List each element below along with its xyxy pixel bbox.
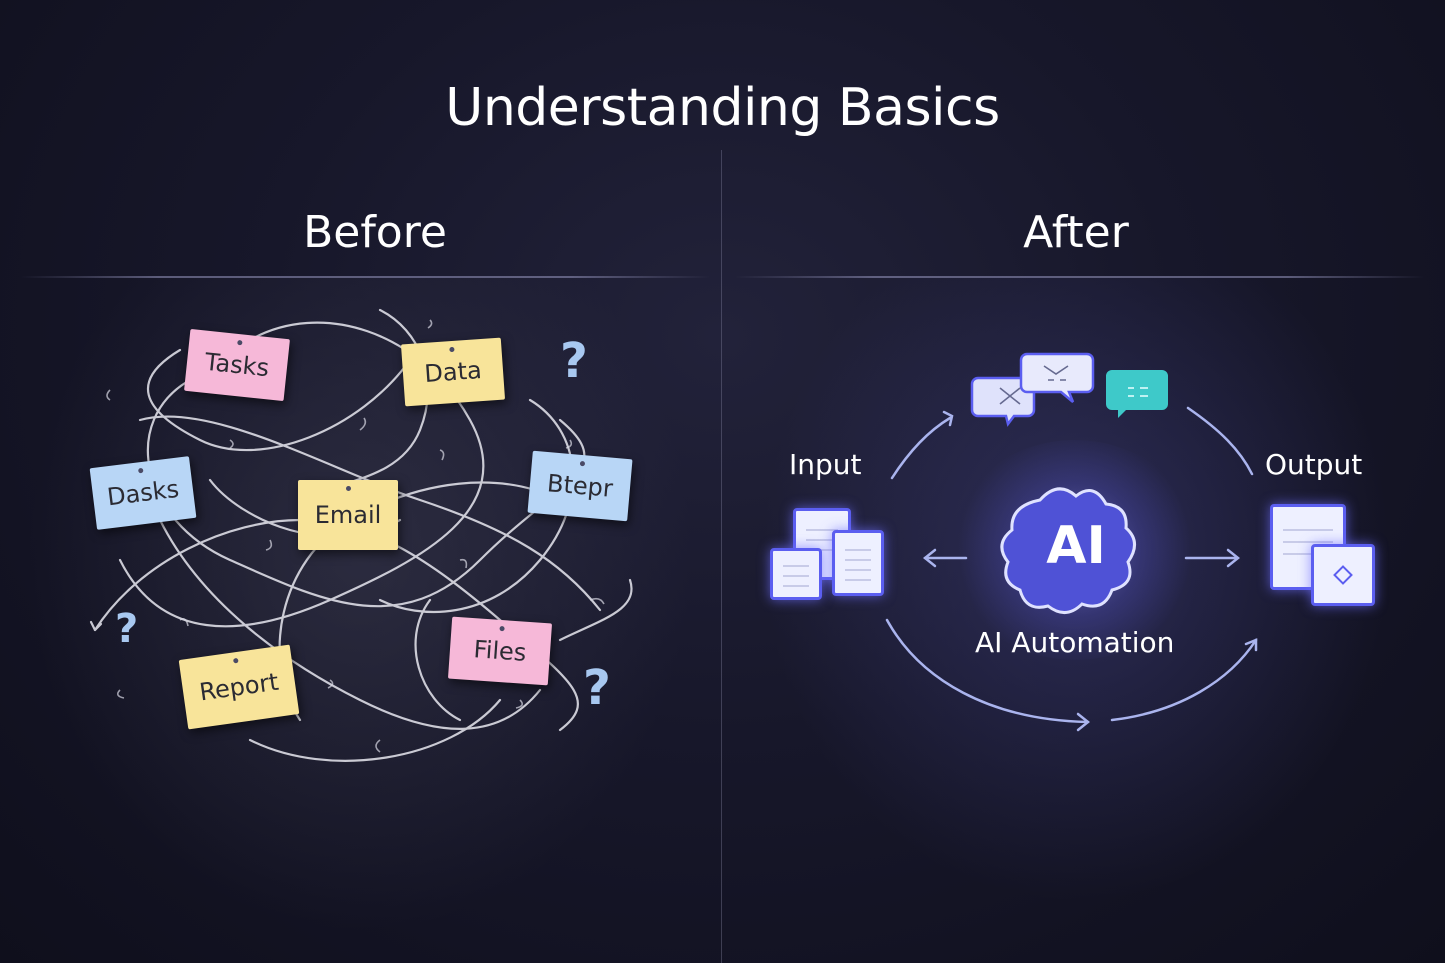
before-underline [20,276,710,278]
before-heading: Before [303,207,447,258]
pin-icon [346,486,351,491]
output-label: Output [1265,448,1363,481]
after-underline [735,276,1425,278]
vertical-divider [721,150,722,963]
page-title: Understanding Basics [445,78,1000,138]
chat-bubbles-icon [970,352,1168,427]
ai-cloud-icon [1000,487,1136,614]
question-mark-icon: ? [583,660,611,716]
input-label: Input [789,448,862,481]
ai-cloud-label: AI [1046,516,1106,576]
question-mark-icon: ? [115,606,139,652]
sticky-note-email: Email [298,480,398,550]
question-mark-icon: ? [560,333,588,389]
after-heading: After [1023,207,1129,258]
ai-automation-caption: AI Automation [975,626,1175,659]
diamond-tag-icon [1333,565,1353,585]
